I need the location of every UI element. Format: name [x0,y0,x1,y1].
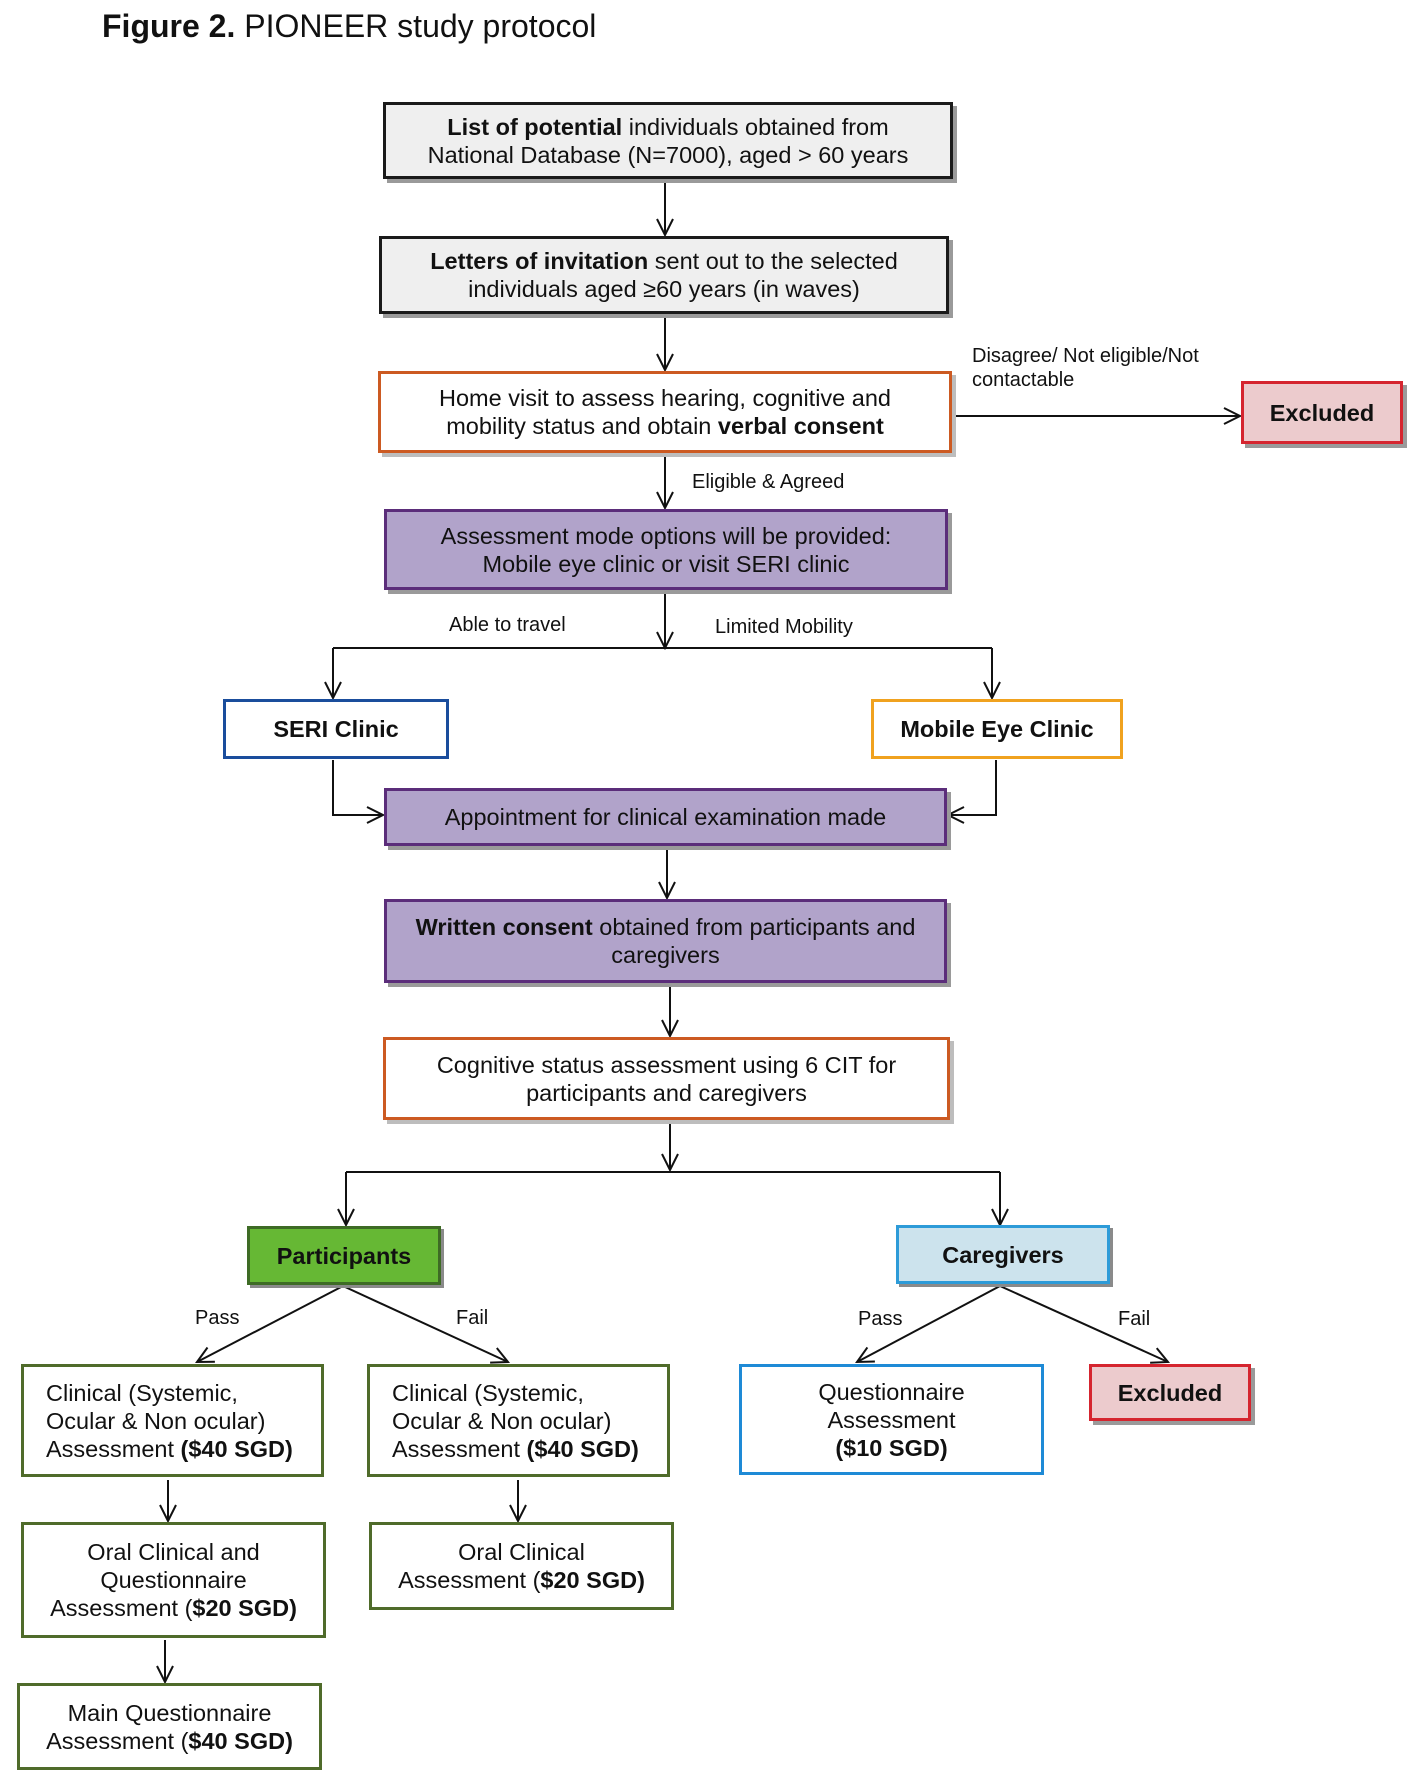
appointment-box: Appointment for clinical examination mad… [384,788,947,846]
assessment-mode-line1: Assessment mode options will be provided… [440,522,892,549]
oral-questionnaire-box: Oral Clinical and Questionnaire Assessme… [21,1522,326,1638]
excluded-caregiver-text: Excluded [1117,1379,1223,1406]
main-q-line1: Main Questionnaire [67,1699,272,1726]
home-visit-line2: mobility status and obtain verbal consen… [446,412,884,440]
oral-fail-rest: Assessment ( [398,1567,541,1593]
clinical-pass-box: Clinical (Systemic, Ocular & Non ocular)… [21,1364,324,1477]
clinical-fail-line3: Assessment ($40 SGD) [392,1435,639,1463]
label-fail-caregivers: Fail [1118,1308,1151,1330]
home-visit-bold: verbal consent [717,413,884,439]
assessment-mode-line2: Mobile eye clinic or visit SERI clinic [482,550,850,577]
home-visit-rest: mobility status and obtain [446,413,718,439]
written-consent-line2: caregivers [611,942,720,968]
questionnaire-caregiver-box: Questionnaire Assessment ($10 SGD) [739,1364,1044,1475]
invitation-line1: Letters of invitation sent out to the se… [430,247,898,275]
participants-text: Participants [276,1242,412,1269]
label-pass-caregivers: Pass [858,1308,903,1330]
oral-q-line1: Oral Clinical and [87,1539,260,1565]
figure-number: Figure 2. [102,8,236,44]
oral-q-rest: Assessment ( [50,1595,193,1621]
oral-fail-cost: $20 SGD) [540,1567,645,1593]
main-q-cost: $40 SGD) [188,1727,293,1754]
label-able-to-travel: Able to travel [449,614,566,636]
clinical-fail-line2: Ocular & Non ocular) [392,1407,612,1434]
excluded-top-box: Excluded [1241,381,1403,444]
arrow-seri-to-appointment [332,760,383,815]
excluded-caregiver-box: Excluded [1089,1364,1251,1421]
participants-box: Participants [247,1226,441,1285]
mobile-eye-clinic-box: Mobile Eye Clinic [871,699,1123,759]
home-visit-line1: Home visit to assess hearing, cognitive … [439,385,891,411]
label-disagree: Disagree/ Not eligible/Not contactable [972,345,1199,391]
oral-q-line2: Questionnaire [100,1567,247,1593]
oral-q-cost: $20 SGD) [192,1595,297,1621]
potential-individuals-rest: individuals obtained from [622,113,889,140]
label-fail-participants: Fail [456,1307,489,1329]
figure-title: Figure 2. PIONEER study protocol [102,8,596,45]
main-q-rest: Assessment ( [46,1727,189,1754]
main-questionnaire-box: Main Questionnaire Assessment ($40 SGD) [17,1683,322,1770]
seri-clinic-box: SERI Clinic [223,699,449,759]
potential-individuals-bold: List of potential [447,113,623,140]
arrow-caregivers-fail [999,1285,1168,1362]
main-q-line2: Assessment ($40 SGD) [46,1727,293,1755]
oral-q-line3: Assessment ($20 SGD) [50,1594,297,1622]
oral-clinical-fail-box: Oral Clinical Assessment ($20 SGD) [369,1522,674,1610]
figure-caption: PIONEER study protocol [235,8,597,44]
written-consent-rest: obtained from participants and [592,914,916,940]
assessment-mode-box: Assessment mode options will be provided… [384,509,948,590]
written-consent-bold: Written consent [415,914,593,940]
arrow-participants-pass [197,1285,344,1362]
clinical-fail-cost: ($40 SGD) [526,1435,639,1462]
label-limited-mobility: Limited Mobility [715,616,853,638]
oral-fail-line1: Oral Clinical [458,1539,585,1565]
clinical-pass-line3: Assessment ($40 SGD) [46,1435,293,1463]
invitation-line2: individuals aged ≥60 years (in waves) [468,276,860,302]
clinical-fail-rest: Assessment [392,1435,527,1462]
cognitive-line1: Cognitive status assessment using 6 CIT … [436,1051,897,1078]
cognitive-line2: participants and caregivers [526,1079,807,1106]
arrow-participants-fail [342,1285,508,1362]
label-eligible-agreed: Eligible & Agreed [692,471,845,493]
oral-fail-line2: Assessment ($20 SGD) [398,1566,645,1594]
clinical-pass-line1: Clinical (Systemic, [46,1379,238,1406]
written-consent-box: Written consent obtained from participan… [384,899,947,983]
invitation-rest: sent out to the selected [648,248,898,274]
caregivers-box: Caregivers [896,1225,1110,1284]
invitation-bold: Letters of invitation [430,248,649,274]
questionnaire-cg-line2: Assessment [827,1406,956,1433]
clinical-pass-cost: ($40 SGD) [180,1435,293,1462]
invitation-letters-box: Letters of invitation sent out to the se… [379,236,949,314]
label-pass-participants: Pass [195,1307,240,1329]
home-visit-box: Home visit to assess hearing, cognitive … [378,371,952,453]
potential-individuals-line2: National Database (N=7000), aged > 60 ye… [427,141,909,168]
questionnaire-cg-cost: ($10 SGD) [835,1434,948,1461]
cognitive-assessment-box: Cognitive status assessment using 6 CIT … [383,1037,950,1120]
arrow-caregivers-pass [857,1285,1001,1362]
mobile-eye-clinic-text: Mobile Eye Clinic [900,716,1094,742]
questionnaire-cg-line1: Questionnaire [818,1378,965,1405]
caregivers-text: Caregivers [942,1241,1064,1268]
seri-clinic-text: SERI Clinic [273,716,399,742]
clinical-pass-line2: Ocular & Non ocular) [46,1407,266,1434]
potential-individuals-line1: List of potential individuals obtained f… [447,113,888,141]
excluded-top-text: Excluded [1269,399,1375,426]
arrow-mobile-to-appointment [948,760,997,815]
clinical-pass-rest: Assessment [46,1435,181,1462]
potential-individuals-box: List of potential individuals obtained f… [383,102,953,179]
clinical-fail-box: Clinical (Systemic, Ocular & Non ocular)… [367,1364,670,1477]
written-consent-line1: Written consent obtained from participan… [416,913,916,941]
appointment-text: Appointment for clinical examination mad… [444,804,887,830]
clinical-fail-line1: Clinical (Systemic, [392,1379,584,1406]
